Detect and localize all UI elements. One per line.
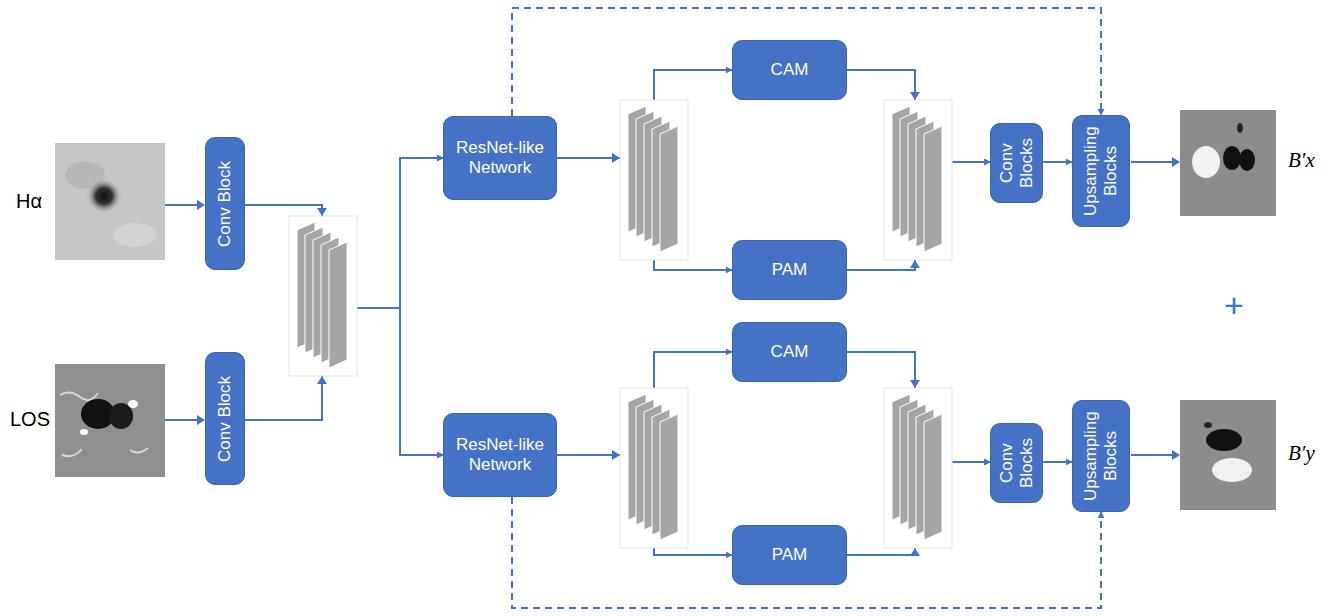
flow-arrow [1043, 161, 1072, 163]
feature-stack [620, 100, 688, 260]
conv-block: Conv Block [205, 352, 245, 485]
box-label: Upsampling Blocks [1081, 122, 1120, 220]
upsampling-block: Upsampling Blocks [1072, 400, 1130, 512]
box-label: ResNet-like Network [450, 138, 550, 177]
box-label: Conv Block [215, 376, 235, 462]
box-label: Upsampling Blocks [1081, 407, 1120, 505]
box-label: PAM [772, 545, 808, 565]
attention-box: PAM [732, 240, 847, 300]
attention-box: CAM [732, 40, 847, 100]
upsampling-block: Upsampling Blocks [1072, 115, 1130, 227]
image-wire [165, 162, 1173, 455]
los-image [55, 364, 165, 477]
flow-arrow [1043, 461, 1072, 463]
resnet-box: ResNet-like Network [443, 413, 557, 497]
input-label: LOS [10, 408, 50, 431]
feature-stack [884, 100, 952, 260]
input-label: Hα [16, 190, 42, 213]
box-label: ResNet-like Network [450, 435, 550, 474]
box-label: Conv Blocks [997, 430, 1036, 496]
skip-connection [512, 8, 1101, 116]
conv-block: Conv Block [205, 137, 245, 270]
attention-box: PAM [732, 525, 847, 585]
box-label: Conv Blocks [997, 130, 1036, 196]
feature-stack [620, 388, 688, 548]
box-label: CAM [771, 342, 809, 362]
halpha-image [55, 143, 165, 260]
conv-block: Conv Blocks [990, 123, 1043, 203]
output-label: B′y [1288, 441, 1315, 466]
by-image [1180, 400, 1276, 510]
flow-arrow [245, 158, 443, 420]
box-label: Conv Block [215, 161, 235, 247]
output-label: B′x [1288, 148, 1315, 173]
bx-image [1180, 110, 1276, 216]
skip-connection [512, 497, 1101, 608]
box-label: CAM [771, 60, 809, 80]
feature-stack [289, 216, 357, 376]
arrowhead [197, 92, 1180, 556]
conv-block: Conv Blocks [990, 423, 1043, 503]
box-label: PAM [772, 260, 808, 280]
plus-sign: + [1224, 286, 1244, 325]
attention-box: CAM [732, 322, 847, 382]
resnet-box: ResNet-like Network [443, 116, 557, 200]
flow-arrow [245, 205, 443, 455]
feature-stack [884, 388, 952, 548]
